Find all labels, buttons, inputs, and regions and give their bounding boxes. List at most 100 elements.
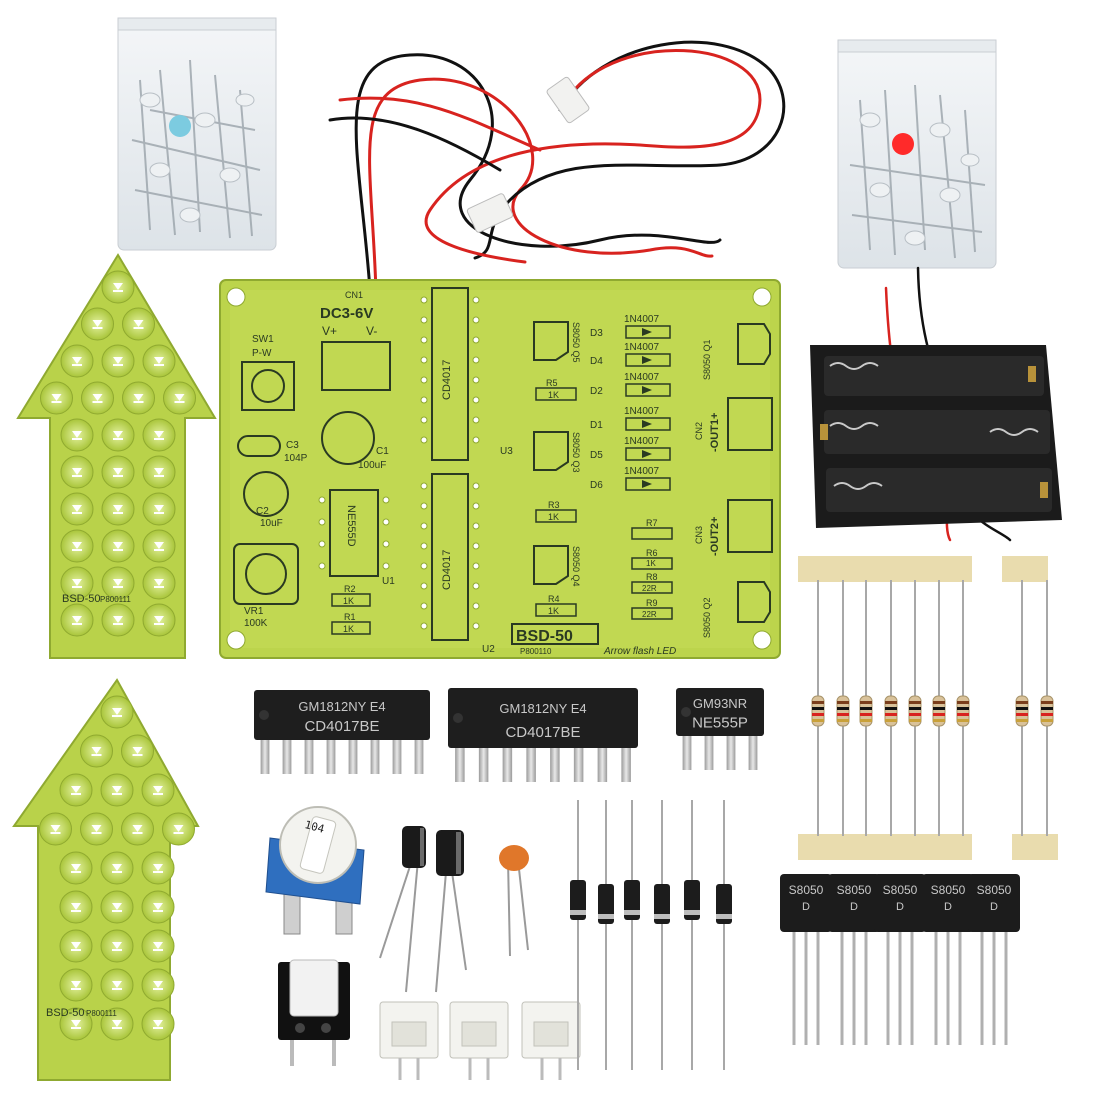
diode-type-label: 1N4007: [624, 466, 659, 477]
led-pad: [59, 929, 93, 963]
svg-text:22R: 22R: [642, 610, 657, 619]
led-pad: [101, 344, 135, 378]
sw1-label: SW1: [252, 334, 274, 345]
led-pad: [60, 344, 94, 378]
diode-ref-label: D3: [590, 328, 603, 339]
r9-label: R9: [646, 598, 658, 608]
rectifier-diodes: [570, 800, 732, 1070]
diode-type-label: 1N4007: [624, 314, 659, 325]
diode-ref-label: D4: [590, 356, 603, 367]
ic-marking-line1: GM1812NY E4: [499, 701, 586, 716]
led-pad: [122, 307, 155, 341]
push-switch: [278, 959, 350, 1066]
diode: [570, 800, 586, 1070]
transistor-marking: S8050: [931, 883, 966, 897]
diode-type-label: 1N4007: [624, 372, 659, 383]
integrated-circuits: GM1812NY E4 CD4017BE GM1812NY E4 CD4017BE GM…: [254, 688, 764, 782]
ic-marking-line1: GM93NR: [693, 696, 747, 711]
r4-label: R4: [548, 594, 560, 604]
transistor-submark: D: [802, 901, 810, 913]
cd4017-bottom-label: CD4017: [441, 550, 453, 590]
battery-holder: [810, 345, 1062, 528]
led-pad: [59, 1007, 93, 1041]
led-pad: [59, 890, 93, 924]
led-pad: [60, 418, 94, 452]
board-subtitle: Arrow flash LED: [603, 646, 676, 657]
power-wires: [328, 40, 1012, 542]
transistor-marking: S8050: [837, 883, 872, 897]
led-pad: [101, 455, 135, 489]
out2-label: -OUT2+: [709, 517, 721, 556]
svg-text:1K: 1K: [646, 559, 656, 568]
cn3-label: CN3: [694, 526, 704, 544]
c2-value: 10uF: [260, 518, 283, 529]
led-pad: [100, 890, 134, 924]
trimmer-potentiometer: 104: [265, 806, 365, 935]
transistor-submark: D: [896, 901, 904, 913]
resistor: [1015, 580, 1029, 836]
led-pad: [142, 566, 176, 600]
u3-label: U3: [500, 446, 513, 457]
led-pad: [163, 381, 196, 415]
led-pad: [59, 851, 93, 885]
led-pad: [142, 603, 176, 637]
led-pad: [141, 968, 175, 1002]
resistor: [859, 580, 873, 836]
led-pad: [100, 851, 134, 885]
led-pad: [142, 529, 176, 563]
resistor: [956, 580, 970, 836]
diode-type-label: 1N4007: [624, 406, 659, 417]
ic-marking-line2: NE555P: [692, 714, 748, 731]
resistor: [932, 580, 946, 836]
led-pad: [100, 1007, 134, 1041]
led-pad: [60, 455, 94, 489]
r2-value: 1K: [343, 596, 354, 606]
ic-marking-line2: CD4017BE: [505, 724, 580, 741]
led-pad: [100, 773, 134, 807]
resistor: [884, 580, 898, 836]
blue-led-bag: [117, 17, 277, 251]
r6-label: R6: [646, 548, 658, 558]
vr1-label: VR1: [244, 606, 264, 617]
svg-text:1K: 1K: [548, 390, 559, 400]
q5-footprint: S8050 Q5: [533, 321, 581, 363]
pw-label: P-W: [252, 348, 272, 359]
led-pad: [40, 381, 73, 415]
r1-label: R1: [344, 612, 356, 622]
led-pad: [141, 929, 175, 963]
ceramic-capacitor: [499, 845, 529, 957]
ic-marking-line1: GM1812NY E4: [298, 699, 385, 714]
board-model: BSD-50: [516, 628, 573, 645]
led-pad: [60, 603, 94, 637]
led-pad: [59, 773, 93, 807]
transistor-submark: D: [944, 901, 952, 913]
svg-text:S8050 Q3: S8050 Q3: [571, 432, 581, 473]
ic-marking-line2: CD4017BE: [304, 718, 379, 735]
svg-text:S8050 Q5: S8050 Q5: [571, 322, 581, 363]
jst-connector: [521, 1001, 581, 1080]
jst-connector: [449, 1001, 509, 1080]
q1-footprint: S8050 Q1: [702, 323, 771, 380]
svg-text:S8050 Q2: S8050 Q2: [702, 597, 712, 638]
diode: [598, 800, 614, 1070]
jst-connectors: [379, 1001, 581, 1080]
led-pad: [101, 566, 135, 600]
arrow-led-board-top: BSD-50 P800111: [16, 253, 217, 659]
q3-footprint: S8050 Q3: [533, 431, 581, 473]
diode: [624, 800, 640, 1070]
cn2-label: CN2: [694, 422, 704, 440]
led-pad: [122, 381, 155, 415]
transistor-marking: S8050: [977, 883, 1012, 897]
dip-ic: GM93NR NE555P: [676, 688, 764, 770]
ne555-label: NE555D: [345, 505, 357, 547]
u2-label: U2: [482, 644, 495, 655]
out1-label: -OUT1+: [709, 413, 721, 452]
main-pcb: CN1 DC3-6V V+ V- SW1 P-W C3 104P C1 100u…: [219, 279, 781, 659]
led-pad: [39, 812, 72, 846]
diode: [684, 800, 700, 1070]
